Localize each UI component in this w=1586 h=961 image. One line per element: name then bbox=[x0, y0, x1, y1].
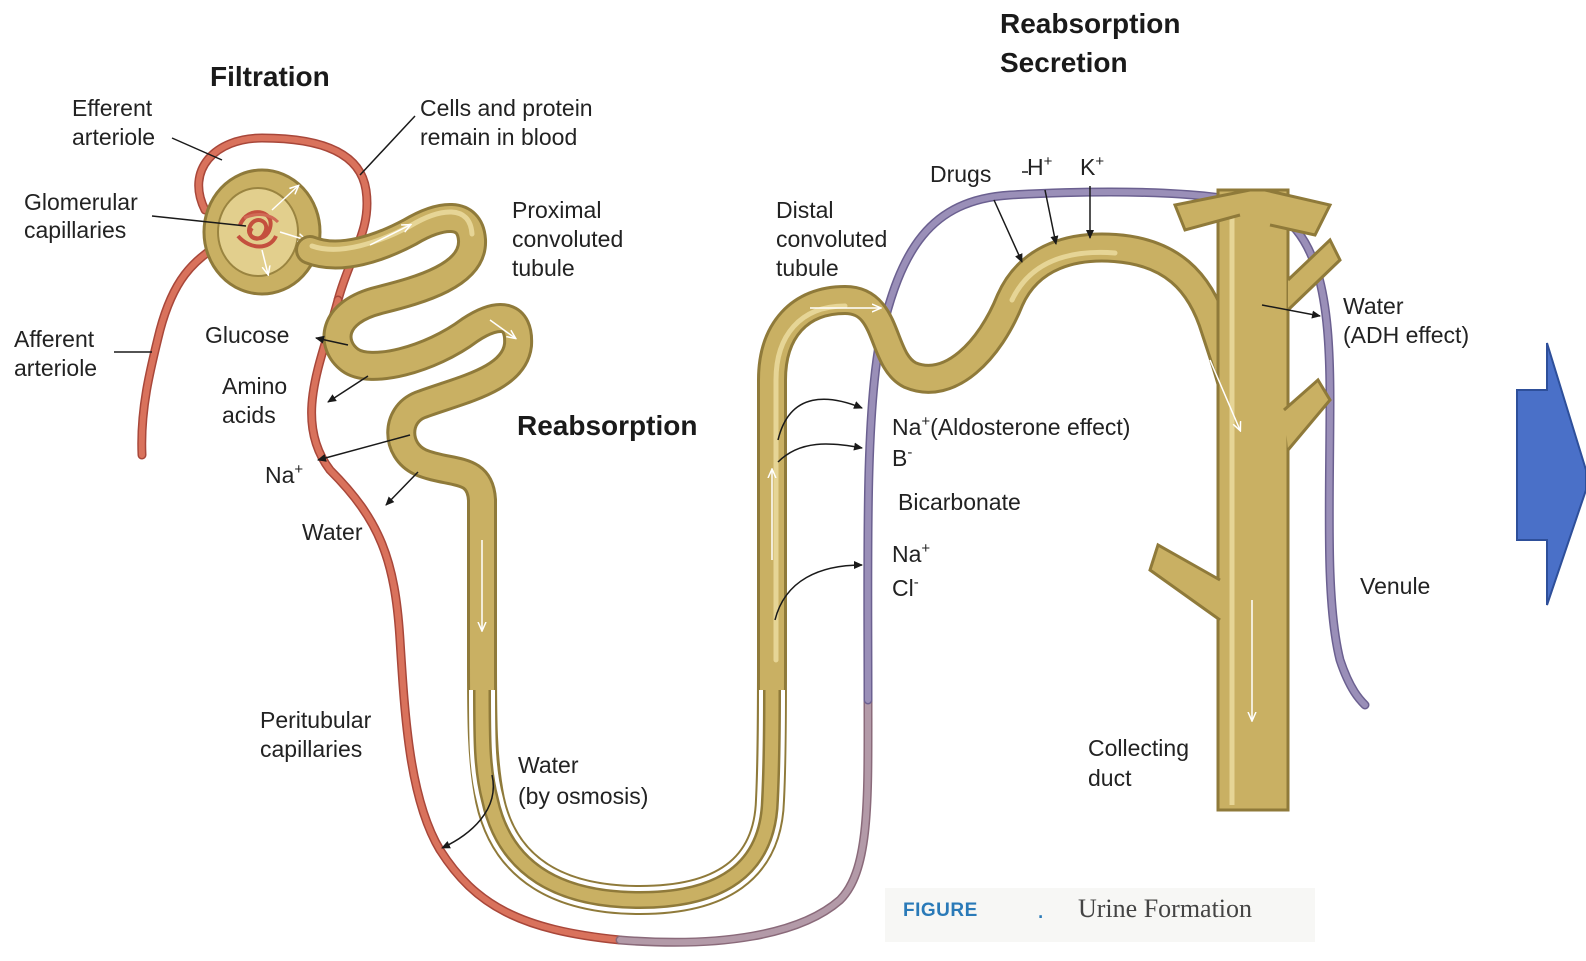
drugs-label: Drugs bbox=[930, 160, 991, 189]
glomerular-capillaries-label-line2: capillaries bbox=[24, 216, 126, 245]
peritubular-capillaries-label-line2: capillaries bbox=[260, 735, 362, 764]
water-label-left: Water bbox=[302, 518, 363, 547]
bicarbonate-label: Bicarbonate bbox=[898, 488, 1021, 517]
figure-caption: FIGURE . Urine Formation bbox=[885, 888, 1315, 942]
collecting-duct-label-line1: Collecting bbox=[1088, 734, 1189, 763]
bowmans-capsule bbox=[204, 170, 320, 294]
efferent-arteriole-label-line1: Efferent bbox=[72, 94, 152, 123]
cells-protein-label-line2: remain in blood bbox=[420, 123, 577, 152]
efferent-arteriole-label-line2: arteriole bbox=[72, 123, 155, 152]
venule-label: Venule bbox=[1360, 572, 1430, 601]
sodium-ion-label-left: Na+ bbox=[265, 461, 303, 490]
distal-tubule-label-line1: Distal bbox=[776, 196, 834, 225]
cells-protein-label-line1: Cells and protein bbox=[420, 94, 593, 123]
water-osmosis-label-line1: Water bbox=[518, 751, 579, 780]
chloride-ion-label: Cl- bbox=[892, 574, 919, 603]
proximal-tubule-label-line1: Proximal bbox=[512, 196, 601, 225]
figure-tag: FIGURE bbox=[903, 900, 978, 922]
distal-tubule-label-line2: convoluted bbox=[776, 225, 887, 254]
water-adh-label-line2: (ADH effect) bbox=[1343, 321, 1469, 350]
proximal-tubule-label-line3: tubule bbox=[512, 254, 575, 283]
reabsorption-secretion-heading-line2: Secretion bbox=[1000, 44, 1128, 82]
reabsorption-heading: Reabsorption bbox=[517, 407, 697, 445]
glucose-label: Glucose bbox=[205, 321, 289, 350]
sodium-aldosterone-label: Na+(Aldosterone effect) bbox=[892, 413, 1130, 442]
afferent-arteriole-label-line1: Afferent bbox=[14, 325, 94, 354]
reabsorption-secretion-heading-line1: Reabsorption bbox=[1000, 5, 1180, 43]
filtration-heading: Filtration bbox=[210, 58, 330, 96]
caption-dot: . bbox=[1037, 894, 1044, 925]
right-arrow-icon bbox=[1517, 343, 1586, 605]
amino-acids-label-line2: acids bbox=[222, 401, 276, 430]
water-osmosis-label-line2: (by osmosis) bbox=[518, 782, 648, 811]
proximal-tubule-label-line2: convoluted bbox=[512, 225, 623, 254]
distal-tubule-label-line3: tubule bbox=[776, 254, 839, 283]
potassium-ion-label: K+ bbox=[1080, 153, 1104, 182]
b-ion-label: B- bbox=[892, 444, 912, 473]
peritubular-capillaries-label-line1: Peritubular bbox=[260, 706, 371, 735]
water-adh-label-line1: Water bbox=[1343, 292, 1404, 321]
amino-acids-label-line1: Amino bbox=[222, 372, 287, 401]
hydrogen-ion-label: H+ bbox=[1027, 153, 1052, 182]
collecting-duct-label-line2: duct bbox=[1088, 764, 1131, 793]
glomerular-capillaries-label-line1: Glomerular bbox=[24, 188, 138, 217]
sodium-ion-label-lower: Na+ bbox=[892, 540, 930, 569]
figure-title: Urine Formation bbox=[1078, 894, 1252, 924]
afferent-arteriole-label-line2: arteriole bbox=[14, 354, 97, 383]
